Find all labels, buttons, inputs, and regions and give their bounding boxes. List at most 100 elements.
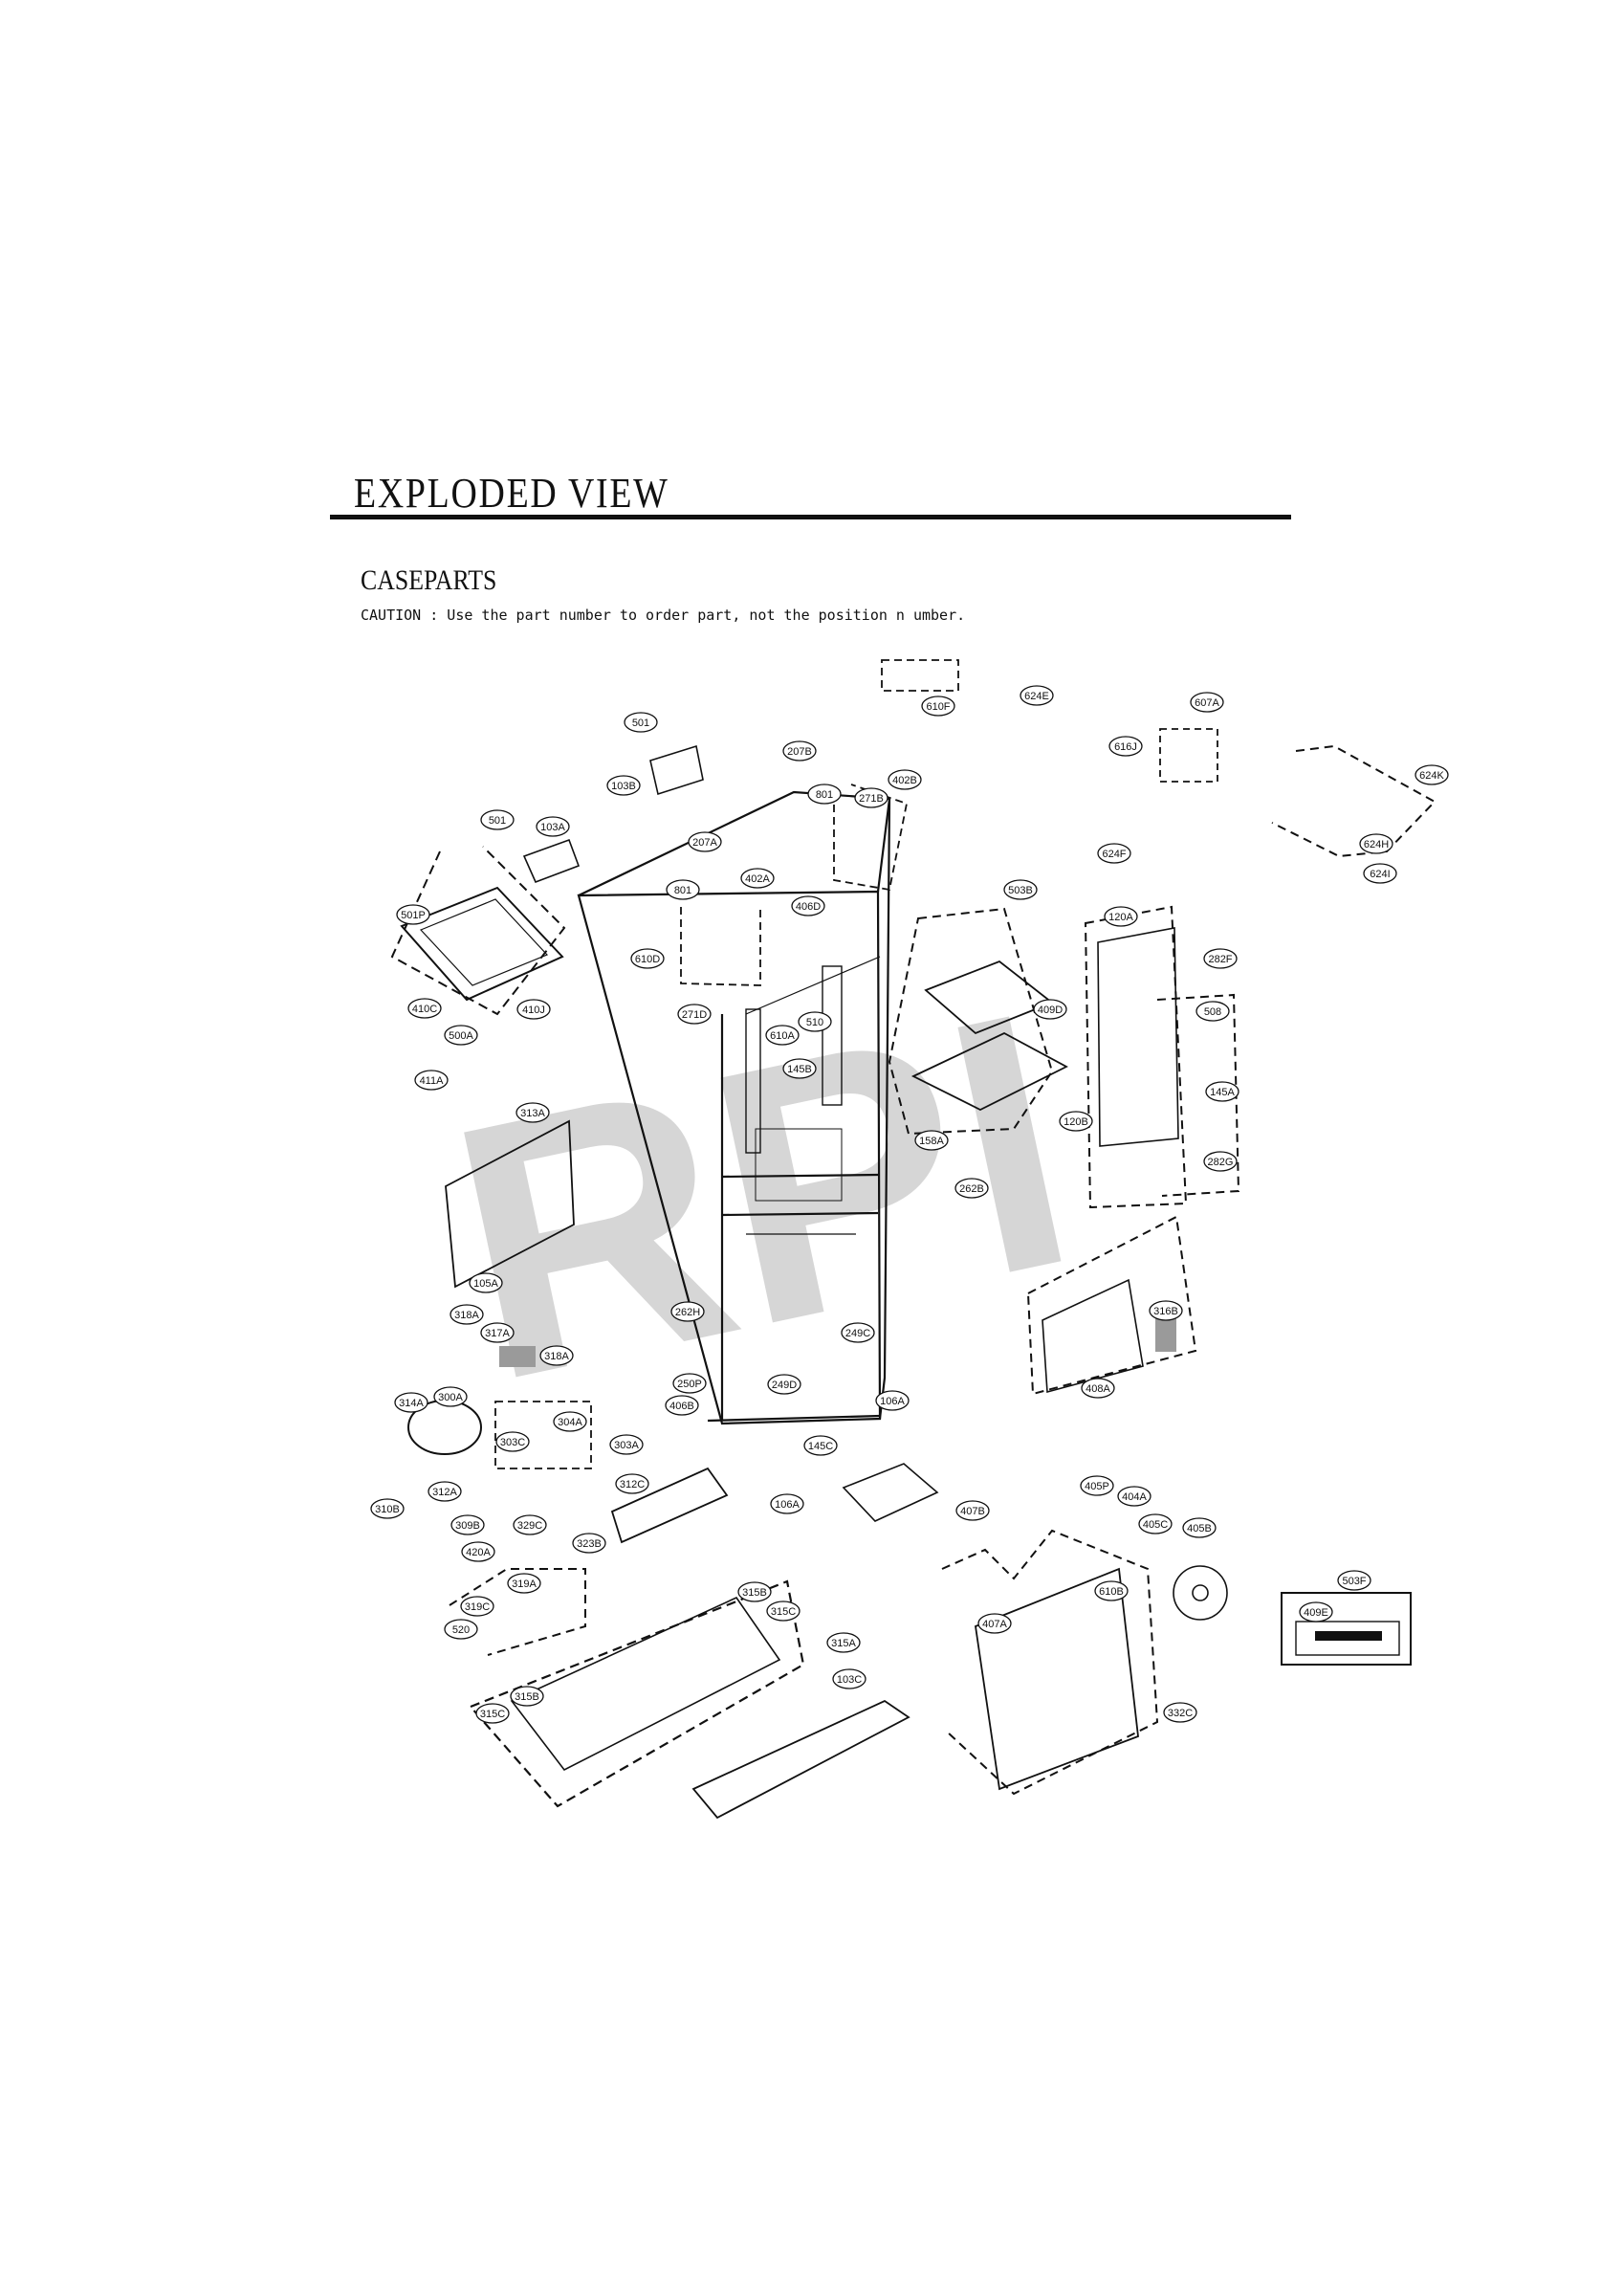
callout-text: 313A: [520, 1108, 545, 1119]
callout: 801: [666, 879, 700, 900]
callout: 610F: [921, 695, 955, 717]
callout-bubble: [1363, 863, 1397, 884]
callout-bubble: [407, 998, 442, 1019]
callout: 303A: [609, 1434, 644, 1455]
title-rule: [330, 515, 1291, 519]
callout-bubble: [428, 1481, 462, 1502]
callout-text: 315C: [771, 1606, 796, 1618]
callout-bubble: [1138, 1513, 1173, 1534]
callout-bubble: [495, 1431, 530, 1452]
callout-text: 303A: [614, 1440, 639, 1451]
callout: 610B: [1094, 1580, 1129, 1601]
callout-text: 103C: [837, 1674, 862, 1686]
callout-text: 503F: [1342, 1576, 1366, 1587]
callout-text: 316B: [1153, 1306, 1178, 1317]
callout-text: 405P: [1085, 1481, 1109, 1492]
callout: 303C: [495, 1431, 530, 1452]
callout-text: 503B: [1008, 885, 1033, 896]
page-title: EXPLODED VIEW: [354, 470, 669, 517]
callout-bubble: [782, 1058, 817, 1079]
callout-bubble: [507, 1573, 541, 1594]
callout-text: 315B: [515, 1691, 539, 1703]
callout-bubble: [765, 1025, 800, 1046]
callout-bubble: [1163, 1702, 1197, 1723]
callout: 103C: [832, 1668, 866, 1689]
callout-text: 309B: [455, 1520, 480, 1532]
callout: 405B: [1182, 1517, 1217, 1538]
callout: 624F: [1097, 843, 1131, 864]
callout-text: 271B: [859, 793, 884, 805]
callout-text: 404A: [1122, 1491, 1147, 1503]
callout-text: 262H: [675, 1307, 700, 1318]
callout-bubble: [624, 712, 658, 733]
callout-text: 624K: [1419, 770, 1444, 782]
callout-bubble: [1299, 1601, 1333, 1623]
callout-text: 310B: [375, 1504, 400, 1515]
callout: 410C: [407, 998, 442, 1019]
callout-bubble: [832, 1668, 866, 1689]
callout-bubble: [1080, 1475, 1114, 1496]
callout-bubble: [740, 868, 775, 889]
callout: 501P: [396, 904, 430, 925]
callout: 607A: [1190, 692, 1224, 713]
callout-bubble: [1059, 1111, 1093, 1132]
callout-bubble: [1359, 833, 1393, 854]
callout-bubble: [1195, 1001, 1230, 1022]
callout: 262B: [954, 1178, 989, 1199]
callout: 316B: [1149, 1300, 1183, 1321]
callout-text: 407A: [982, 1619, 1007, 1630]
callout-bubble: [841, 1322, 875, 1343]
callout-bubble: [450, 1514, 485, 1535]
callout-text: 510: [806, 1017, 823, 1028]
callout: 103A: [536, 816, 570, 837]
callout: 105A: [469, 1272, 503, 1293]
callout-bubble: [766, 1601, 801, 1622]
callout: 404A: [1117, 1486, 1151, 1507]
callout-bubble: [444, 1619, 478, 1640]
callout-text: 103A: [540, 822, 565, 833]
callout: 624I: [1363, 863, 1397, 884]
callout-bubble: [826, 1632, 861, 1653]
callout: 309B: [450, 1514, 485, 1535]
callout: 145B: [782, 1058, 817, 1079]
caution-note: CAUTION : Use the part number to order p…: [361, 607, 966, 624]
callout-bubble: [394, 1392, 428, 1413]
callout-text: 120B: [1064, 1116, 1088, 1128]
callout: 406B: [665, 1395, 699, 1416]
callout-bubble: [791, 895, 825, 916]
callout-bubble: [396, 904, 430, 925]
callout-bubble: [539, 1345, 574, 1366]
callout: 408A: [1081, 1378, 1115, 1399]
callout-text: 409E: [1304, 1607, 1328, 1619]
callout: 409D: [1033, 999, 1067, 1020]
callout-bubble: [1094, 1580, 1129, 1601]
callout: 315B: [737, 1581, 772, 1602]
callout-text: 520: [452, 1624, 470, 1636]
callout: 120B: [1059, 1111, 1093, 1132]
callout-text: 249C: [845, 1328, 870, 1339]
callout-text: 158A: [919, 1136, 944, 1147]
callout-bubble: [677, 1004, 712, 1025]
callout: 207A: [688, 831, 722, 852]
callout: 801: [807, 784, 842, 805]
callout-bubble: [1149, 1300, 1183, 1321]
callout: 332C: [1163, 1702, 1197, 1723]
callout: 624E: [1020, 685, 1054, 706]
callout-bubble: [515, 1102, 550, 1123]
callout-text: 624E: [1024, 691, 1049, 702]
callout: 508: [1195, 1001, 1230, 1022]
callout-text: 314A: [399, 1398, 424, 1409]
callout-text: 106A: [880, 1396, 905, 1407]
callout-bubble: [469, 1272, 503, 1293]
callout-text: 402B: [892, 775, 917, 786]
callout: 318A: [539, 1345, 574, 1366]
callout-bubble: [444, 1025, 478, 1046]
callout-bubble: [606, 775, 641, 796]
callout: 520: [444, 1619, 478, 1640]
callout-bubble: [670, 1301, 705, 1322]
callout-text: 249D: [772, 1380, 797, 1391]
callout-text: 801: [674, 885, 691, 896]
section-title: CASEPARTS: [361, 564, 497, 596]
callout: 315B: [510, 1686, 544, 1707]
